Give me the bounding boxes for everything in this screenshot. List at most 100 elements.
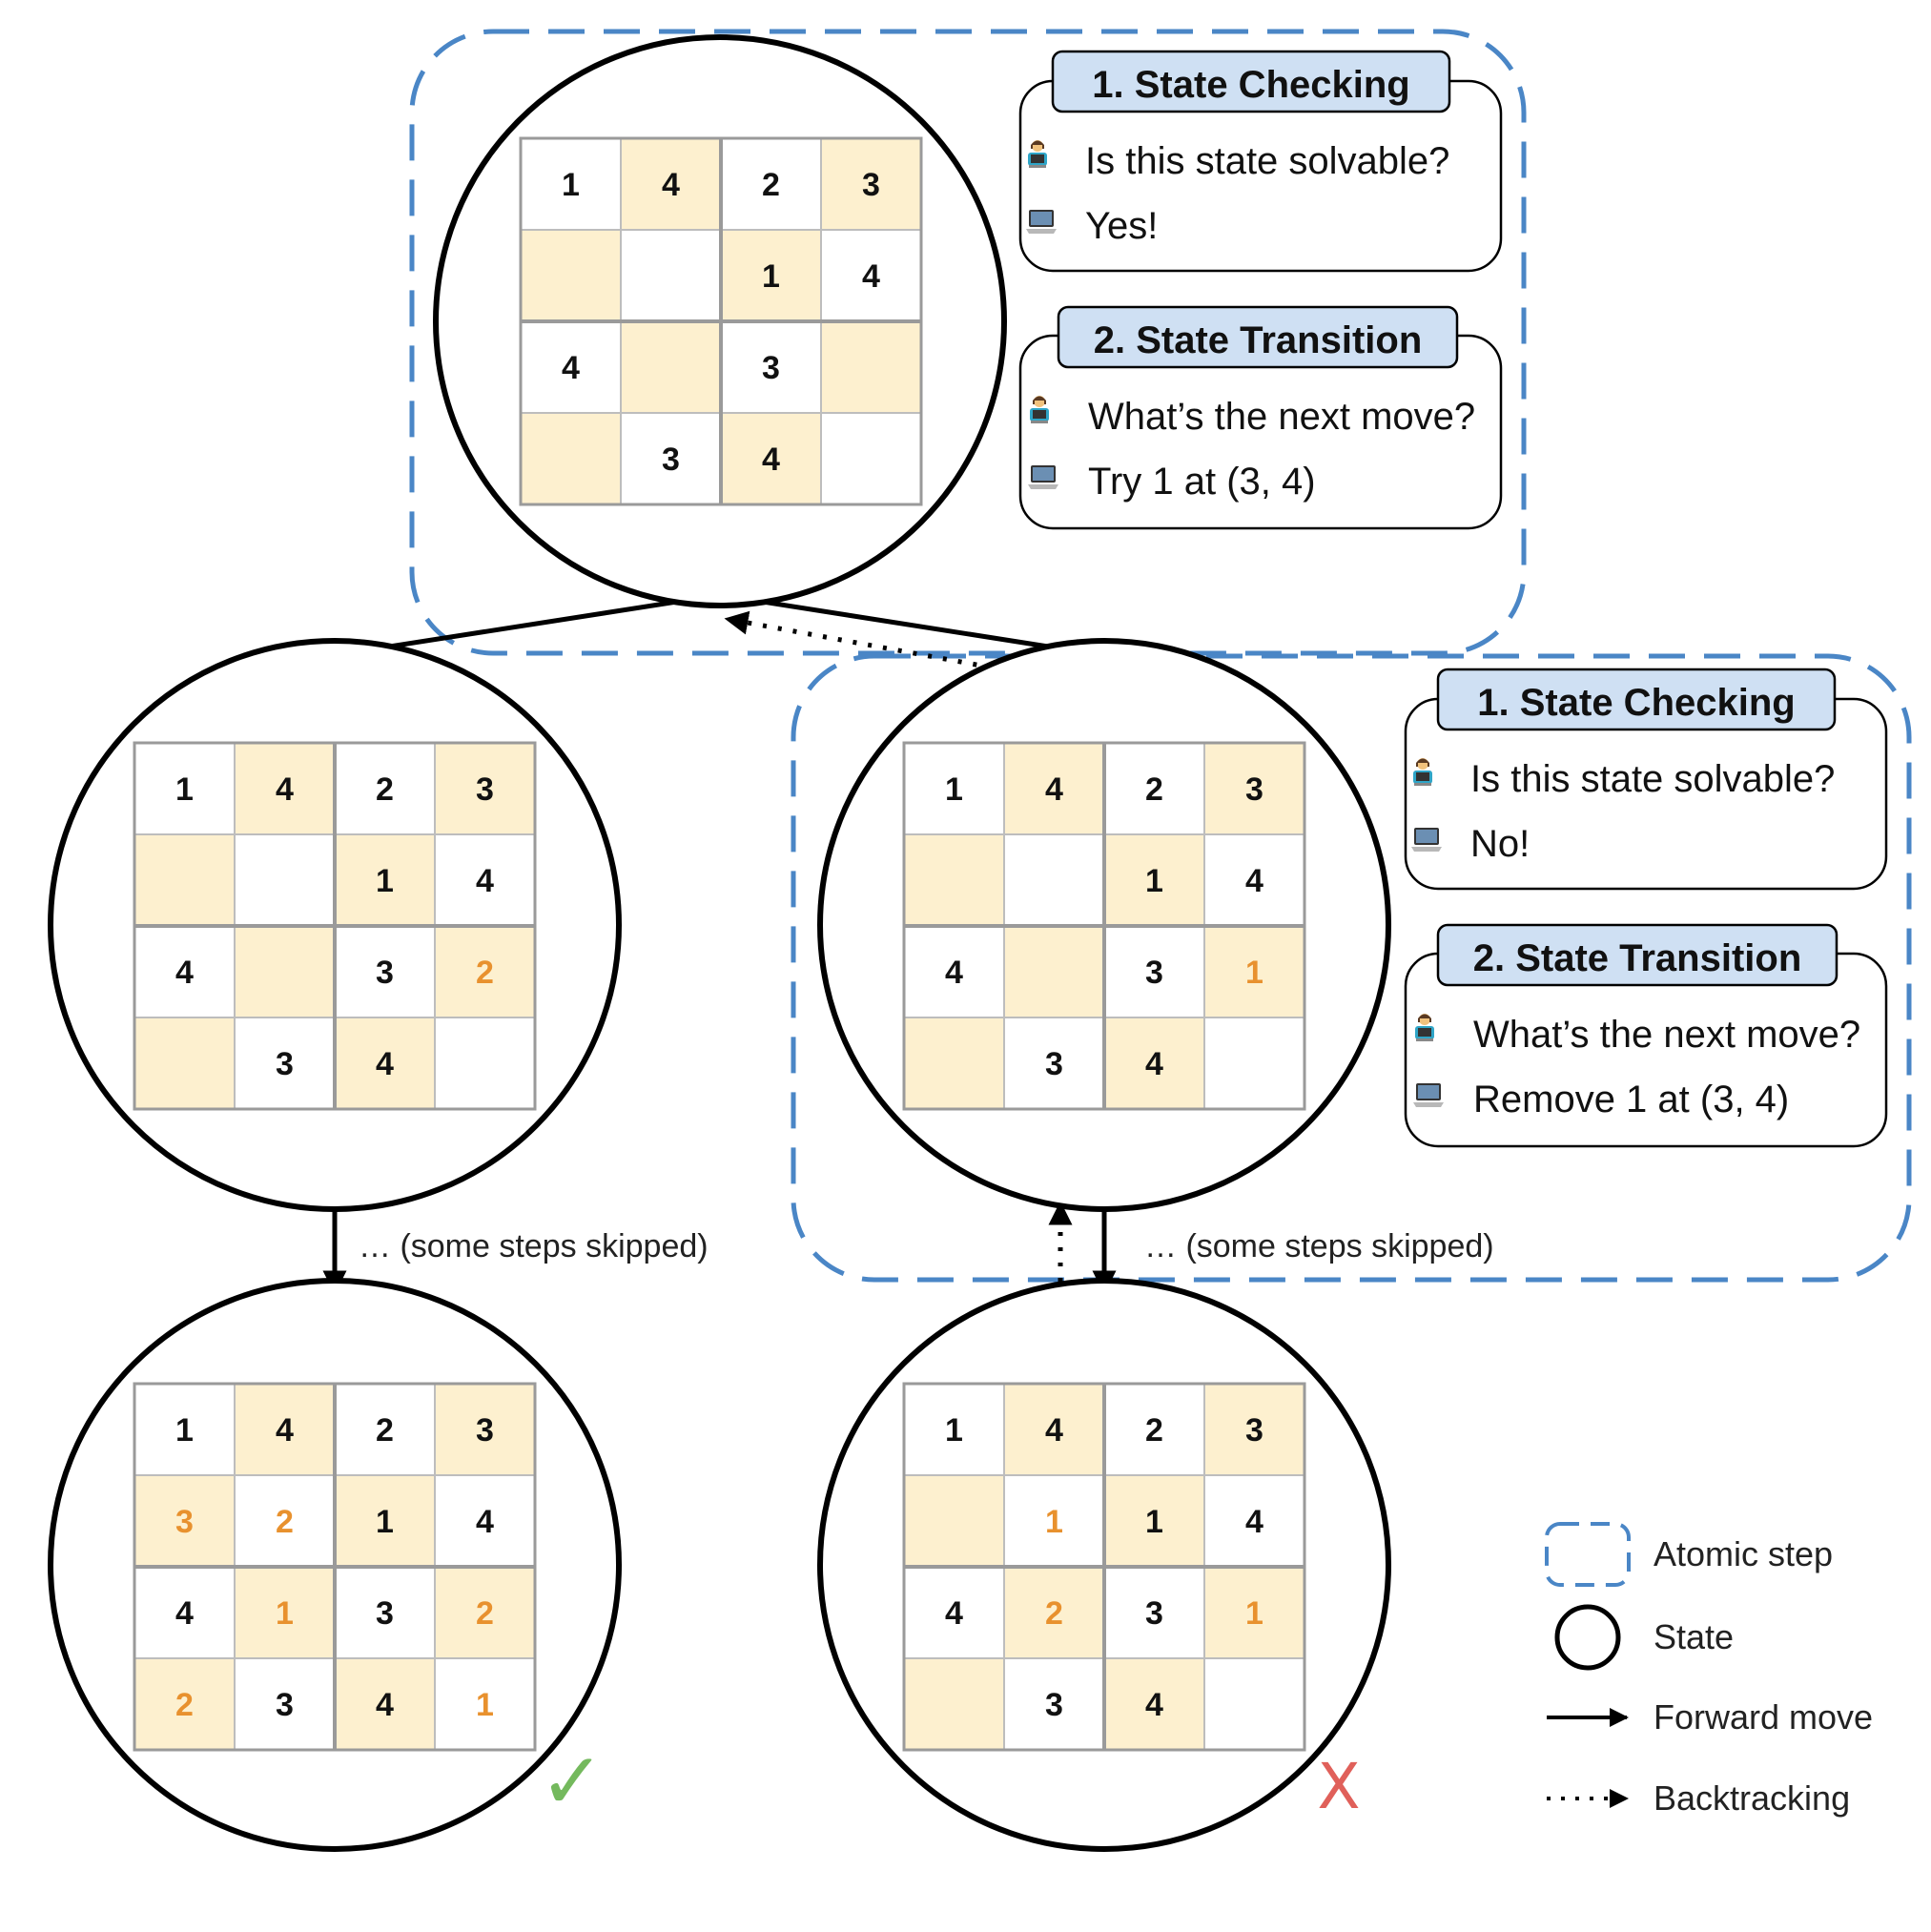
given-digit: 3 <box>1145 1595 1163 1632</box>
given-digit: 3 <box>1245 771 1263 808</box>
given-digit: 4 <box>662 167 680 203</box>
filled-digit: 2 <box>476 1595 494 1632</box>
grid-cell <box>1203 1017 1305 1110</box>
atomic-step-box-1 <box>409 29 1527 656</box>
grid-cell <box>520 229 622 322</box>
grid-cell <box>134 1017 236 1110</box>
grid-cell <box>903 1383 1005 1476</box>
grid-cell <box>434 1474 536 1568</box>
grid-border <box>902 741 1306 1111</box>
grid-cell <box>1003 833 1105 927</box>
given-digit: 3 <box>376 955 394 991</box>
grid-cell <box>1003 1566 1105 1659</box>
filled-digit: 2 <box>1045 1595 1063 1632</box>
grid-cell <box>620 320 722 414</box>
given-digit: 3 <box>276 1046 294 1082</box>
legend-atomic-step-swatch <box>1545 1522 1631 1587</box>
state-checking-tab <box>1436 668 1837 731</box>
grid-cell <box>620 137 722 231</box>
grid-cell <box>903 1474 1005 1568</box>
grid-cell <box>1103 833 1205 927</box>
grid-cell <box>134 833 236 927</box>
edges <box>322 592 1117 1327</box>
state-transition-panel: 2. State Transition What’s the next move… <box>1018 305 1503 530</box>
given-digit: 1 <box>562 167 580 203</box>
given-digit: 4 <box>1045 1412 1063 1449</box>
given-digit: 1 <box>1145 863 1163 899</box>
given-digit: 3 <box>1045 1687 1063 1723</box>
grid-cell <box>234 833 336 927</box>
given-digit: 4 <box>1245 863 1263 899</box>
backtrack-arrow-right-to-root <box>724 610 993 670</box>
grid-cell <box>234 1657 336 1751</box>
laptop-icon <box>1411 828 1442 852</box>
filled-digit: 2 <box>175 1687 194 1723</box>
state-transition-title: 2. State Transition <box>1473 937 1802 979</box>
grid-cell <box>334 1474 436 1568</box>
grid-cell <box>620 229 722 322</box>
grid-cell <box>234 1566 336 1659</box>
filled-digit: 3 <box>175 1504 194 1540</box>
given-digit: 4 <box>562 350 580 386</box>
given-digit: 1 <box>175 1412 194 1449</box>
given-digit: 4 <box>276 771 294 808</box>
grid-cell <box>903 925 1005 1018</box>
grid-cell <box>234 925 336 1018</box>
filled-digit: 1 <box>476 1687 494 1723</box>
atomic-step-1-dialog: 1. State Checking Is this state solvable… <box>1018 50 1503 530</box>
state-checking-panel: 1. State Checking Is this state solvable… <box>1404 668 1888 891</box>
grid-cell <box>820 412 922 505</box>
legend: Atomic step State Forward move Backtrack… <box>1545 1522 1873 1818</box>
given-digit: 1 <box>376 1504 394 1540</box>
given-digit: 2 <box>762 167 780 203</box>
given-digit: 4 <box>1045 771 1063 808</box>
laptop-icon <box>1028 465 1058 489</box>
state-checking-panel: 1. State Checking Is this state solvable… <box>1018 50 1503 273</box>
state-checking-question: Is this state solvable? <box>1085 140 1449 182</box>
given-digit: 3 <box>376 1595 394 1632</box>
given-digit: 4 <box>1145 1046 1163 1082</box>
given-digit: 3 <box>862 167 880 203</box>
grid-cell <box>520 412 622 505</box>
given-digit: 4 <box>945 955 963 991</box>
state-checking-answer: No! <box>1470 823 1530 865</box>
legend-state-label: State <box>1654 1617 1734 1656</box>
given-digit: 3 <box>476 771 494 808</box>
given-digit: 4 <box>175 1595 194 1632</box>
given-digit: 4 <box>376 1687 394 1723</box>
state-checking-tab <box>1051 50 1451 113</box>
filled-digit: 2 <box>276 1504 294 1540</box>
state-transition-answer: Try 1 at (3, 4) <box>1088 461 1316 503</box>
given-digit: 3 <box>276 1687 294 1723</box>
legend-state-swatch <box>1554 1604 1621 1671</box>
grid-cell <box>134 1383 236 1476</box>
grid-cell <box>434 1017 536 1110</box>
grid-border <box>902 1382 1306 1752</box>
grid-cell <box>903 833 1005 927</box>
given-digit: 3 <box>662 442 680 478</box>
grid-cell <box>720 320 822 414</box>
state-checking-title: 1. State Checking <box>1092 64 1409 106</box>
skipped-steps-note-right: … (some steps skipped) <box>1144 1228 1494 1264</box>
state-transition-panel: 2. State Transition What’s the next move… <box>1404 923 1888 1148</box>
grid-border <box>133 1382 537 1752</box>
state-transition-tab <box>1057 305 1459 369</box>
given-digit: 1 <box>376 863 394 899</box>
given-digit: 4 <box>476 1504 494 1540</box>
given-digit: 3 <box>1045 1046 1063 1082</box>
given-digit: 4 <box>1245 1504 1263 1540</box>
grid-cell <box>1103 1017 1205 1110</box>
grid-cell <box>1103 742 1205 835</box>
grid-cell <box>903 1017 1005 1110</box>
state-transition-question: What’s the next move? <box>1088 396 1475 438</box>
grid-cell <box>1203 833 1305 927</box>
grid-cell <box>903 1657 1005 1751</box>
legend-atomic-step-label: Atomic step <box>1654 1534 1833 1573</box>
legend-forward-move-label: Forward move <box>1654 1697 1873 1737</box>
atomic-step-box-2 <box>791 653 1912 1283</box>
